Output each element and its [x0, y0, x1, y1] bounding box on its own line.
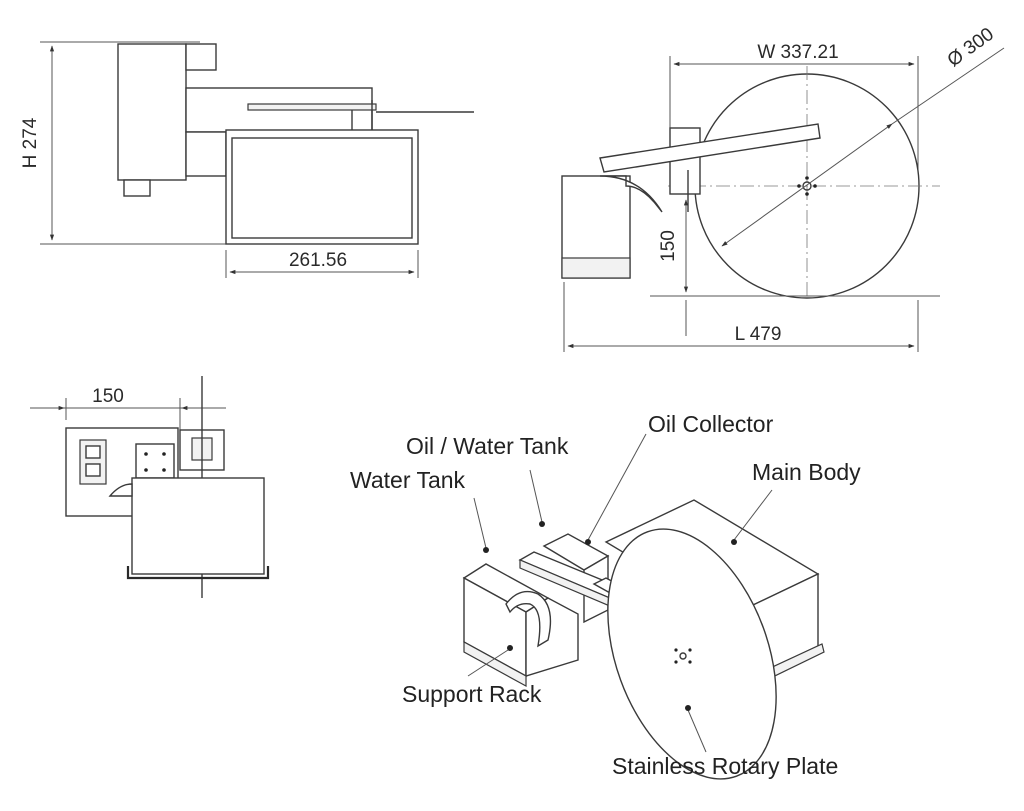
top-view: 150 [30, 376, 270, 598]
front-view: H 274 261.56 [20, 41, 474, 278]
label-oil-collector: Oil Collector [648, 411, 774, 437]
label-stainless-rotary-plate: Stainless Rotary Plate [612, 753, 838, 779]
label-water-tank: Water Tank [350, 467, 466, 493]
label-support-rack: Support Rack [402, 681, 542, 707]
label-oil-water-tank: Oil / Water Tank [406, 433, 569, 459]
height-dimension: H 274 [20, 117, 41, 168]
side-view: W 337.21 Ø 300 150 L 479 [561, 24, 1005, 352]
isometric-view: Oil / Water Tank Oil Collector Water Tan… [350, 411, 861, 780]
side-offset-dimension: 150 [92, 386, 124, 407]
label-main-body: Main Body [752, 459, 861, 485]
plate-height-dimension: 150 [658, 230, 679, 262]
length-dimension: L 479 [735, 324, 782, 345]
width-dimension: W 337.21 [757, 42, 838, 63]
depth-dimension: 261.56 [289, 250, 347, 271]
diameter-dimension: Ø 300 [944, 24, 998, 71]
